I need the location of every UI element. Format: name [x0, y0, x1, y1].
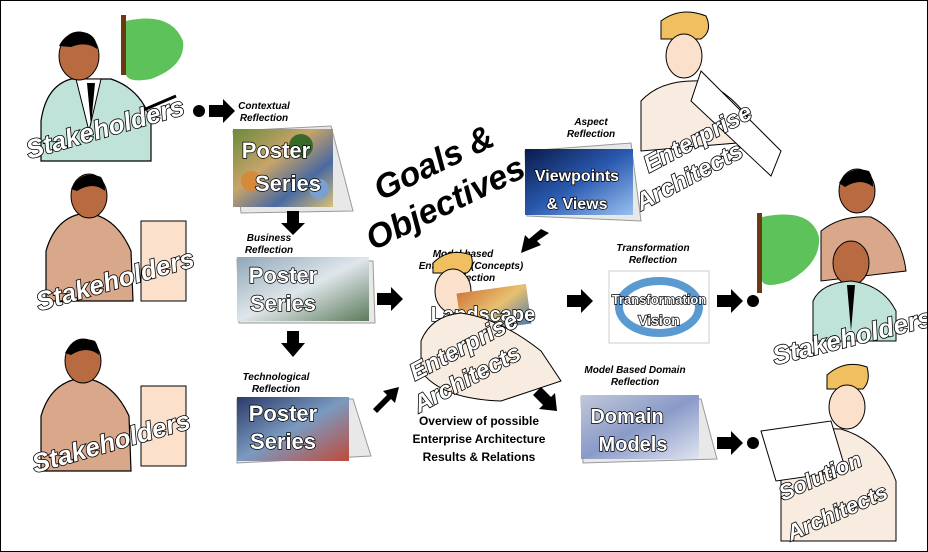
poster-contextual: Poster Series	[232, 125, 354, 214]
solution-architect-figure	[760, 363, 897, 542]
arrow-down-1	[281, 211, 305, 235]
poster-text-3a: Poster	[249, 401, 318, 426]
arrow-center-to-domain	[533, 387, 557, 411]
arrow-transformation-to-stakeholders	[717, 289, 743, 313]
poster-text-1a: Poster	[242, 138, 311, 163]
caption-domain-2: Reflection	[611, 377, 659, 388]
poster-transformation-b: Vision	[638, 312, 680, 328]
poster-business: Poster Series	[236, 257, 376, 324]
caption-modelbased-3: Reflection	[447, 273, 495, 284]
caption-business-2: Reflection	[245, 245, 293, 256]
caption-contextual-2: Reflection	[240, 113, 288, 124]
overview-line-1: Overview of possible	[419, 414, 539, 428]
poster-text-1b: Series	[255, 171, 321, 196]
stakeholder-figure-4	[757, 168, 907, 342]
flow-dot-left	[193, 105, 205, 117]
arrow-to-contextual	[209, 99, 235, 123]
poster-text-2b: Series	[250, 291, 316, 316]
poster-text-2a: Poster	[249, 263, 318, 288]
stakeholder-figure-1	[40, 15, 184, 162]
poster-domain-b: Models	[599, 434, 668, 456]
arrow-down-2	[281, 331, 305, 357]
enterprise-architect-figure-top	[640, 11, 782, 177]
poster-viewpoints-b: & Views	[546, 196, 607, 213]
center-architect-figure: Landscape	[420, 251, 562, 402]
caption-domain-1: Model Based Domain	[584, 365, 685, 376]
stakeholder-figure-2	[45, 173, 187, 302]
overview-line-3: Results & Relations	[423, 450, 536, 464]
arrow-business-to-center	[377, 287, 403, 311]
poster-text-3b: Series	[250, 429, 316, 454]
flow-dot-right-2	[747, 437, 759, 449]
overview-line-2: Enterprise Architecture	[413, 432, 546, 446]
arrow-center-to-transformation	[567, 289, 593, 313]
poster-viewpoints-a: Viewpoints	[535, 168, 619, 185]
poster-transformation-a: Transformation	[612, 292, 707, 307]
caption-aspect-2: Reflection	[567, 129, 615, 140]
flow-dot-right-1	[747, 295, 759, 307]
caption-aspect-1: Aspect	[573, 117, 608, 128]
caption-technological-2: Reflection	[252, 384, 300, 395]
poster-transformation: Transformation Vision	[608, 270, 710, 344]
poster-viewpoints: Viewpoints & Views	[524, 142, 642, 222]
caption-transformation-1: Transformation	[616, 243, 689, 254]
caption-business-1: Business	[247, 233, 292, 244]
arrow-viewpoints-to-center	[521, 229, 549, 253]
poster-domain-models: Domain Models	[580, 395, 718, 464]
arrow-tech-to-center	[373, 387, 399, 413]
caption-technological-1: Technological	[243, 372, 310, 383]
arrow-domain-to-solution	[717, 431, 743, 455]
poster-domain-a: Domain	[590, 406, 663, 428]
caption-contextual-1: Contextual	[238, 101, 290, 112]
stakeholder-figure-3	[40, 338, 187, 472]
caption-transformation-2: Reflection	[629, 255, 677, 266]
poster-technological: Poster Series	[236, 397, 372, 464]
